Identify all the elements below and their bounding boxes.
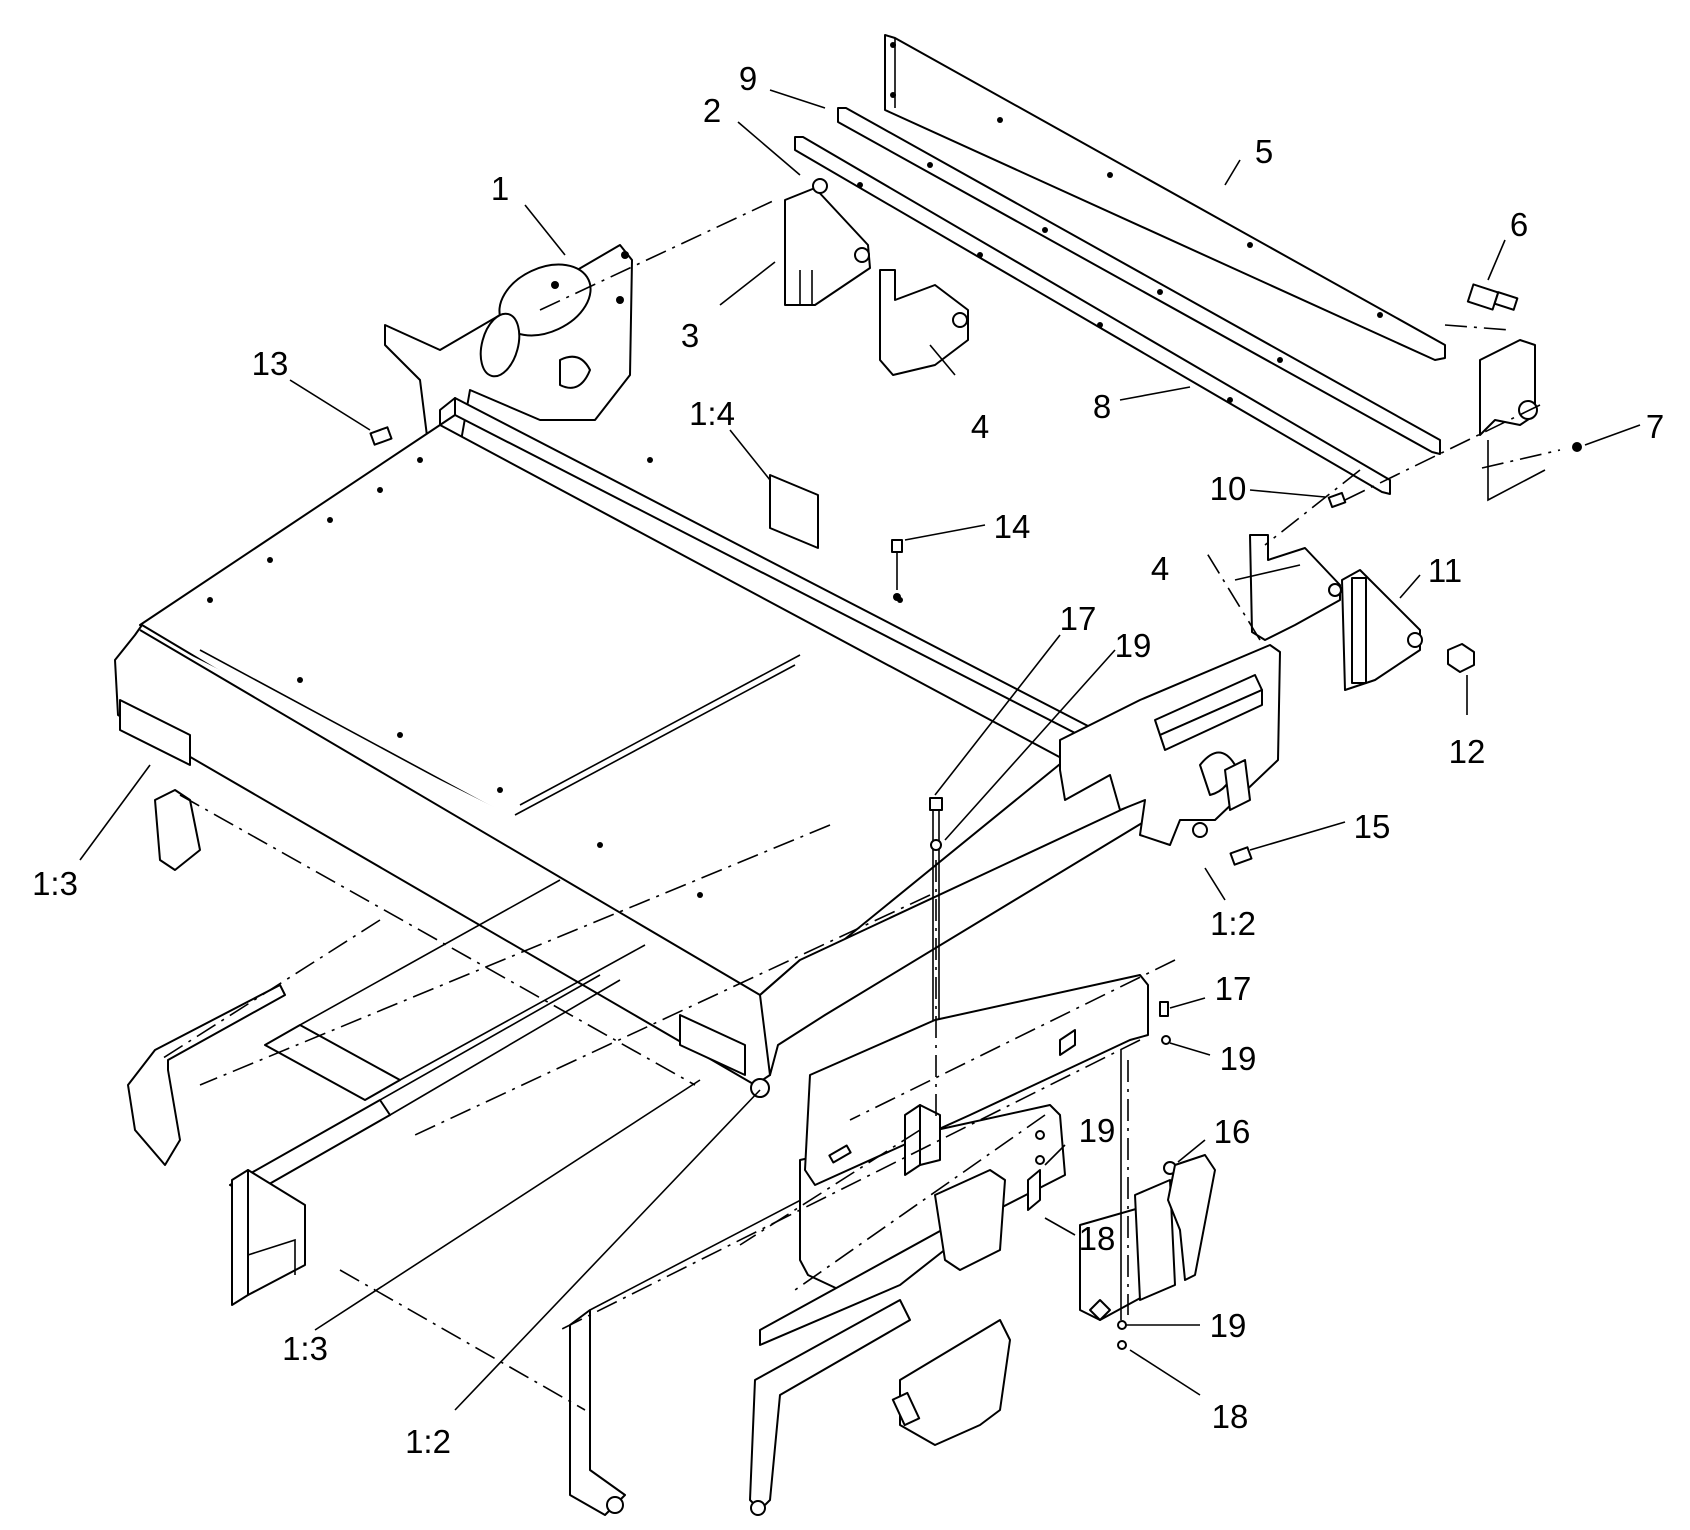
main-frame-body [114, 397, 1281, 1098]
assembly-center-lines [159, 199, 1561, 1411]
part-3-bracket [784, 178, 871, 306]
part-13-bolt [369, 426, 393, 446]
callout-labels: 1 2 3 4 4 5 6 7 8 9 10 11 12 13 14 15 16… [32, 60, 1664, 1460]
lower-cross-tube [229, 974, 621, 1306]
callout-16: 16 [1214, 1113, 1251, 1150]
part-10-bolt [1327, 491, 1347, 509]
part-4-lower-bracket [1249, 534, 1342, 641]
part-14-bolt [891, 539, 903, 601]
callout-1-4: 1:4 [689, 395, 735, 432]
end-bracket-right [1479, 339, 1546, 502]
part-8-strip [794, 136, 1391, 495]
callout-2: 2 [703, 92, 721, 129]
callout-3: 3 [681, 317, 699, 354]
callout-19-lower: 19 [1210, 1307, 1247, 1344]
callout-7: 7 [1646, 408, 1664, 445]
callout-12: 12 [1449, 733, 1486, 770]
callout-10: 10 [1210, 470, 1247, 507]
callout-14: 14 [994, 508, 1031, 545]
part-1-4-plate [769, 474, 819, 549]
callout-17-right: 17 [1215, 970, 1252, 1007]
callout-19-right: 19 [1220, 1040, 1257, 1077]
callout-17-upper: 17 [1060, 600, 1097, 637]
lower-left-rail [127, 789, 646, 1166]
lower-rear-rail [569, 1189, 821, 1516]
part-11-bracket [1341, 569, 1423, 691]
callout-1-2-right: 1:2 [1210, 905, 1256, 942]
callout-leaders [79, 89, 1641, 1411]
callout-1-3-bottom: 1:3 [282, 1330, 328, 1367]
part-15-bolt [1229, 846, 1253, 866]
part-16-bracket [1163, 1154, 1216, 1281]
part-7-nut [1572, 442, 1582, 452]
part-17-19-fasteners-right [1035, 1001, 1171, 1350]
callout-1: 1 [491, 170, 509, 207]
part-12-nut [1447, 643, 1475, 673]
callout-6: 6 [1510, 206, 1528, 243]
callout-19-middle: 19 [1079, 1112, 1116, 1149]
decal-1-3-front [679, 1014, 746, 1076]
callout-19-upper: 19 [1115, 627, 1152, 664]
callout-1-2-bottom: 1:2 [405, 1423, 451, 1460]
decal-1-3-left [119, 699, 191, 766]
callout-18-middle: 18 [1079, 1220, 1116, 1257]
callout-18-lower: 18 [1212, 1398, 1249, 1435]
callout-5: 5 [1255, 133, 1273, 170]
part-5-rear-plate [884, 34, 1446, 361]
callout-1-3-left: 1:3 [32, 865, 78, 902]
part-6-bolt [1466, 283, 1519, 311]
callout-13: 13 [252, 345, 289, 382]
callout-8: 8 [1093, 388, 1111, 425]
right-lower-side-panel [804, 974, 1149, 1211]
callout-4-upper: 4 [971, 408, 989, 445]
callout-9: 9 [739, 60, 757, 97]
callout-15: 15 [1354, 808, 1391, 845]
callout-4-lower: 4 [1151, 550, 1169, 587]
part-9-strip [837, 107, 1441, 455]
callout-11: 11 [1428, 552, 1462, 589]
part-4-upper-bracket [879, 269, 969, 376]
